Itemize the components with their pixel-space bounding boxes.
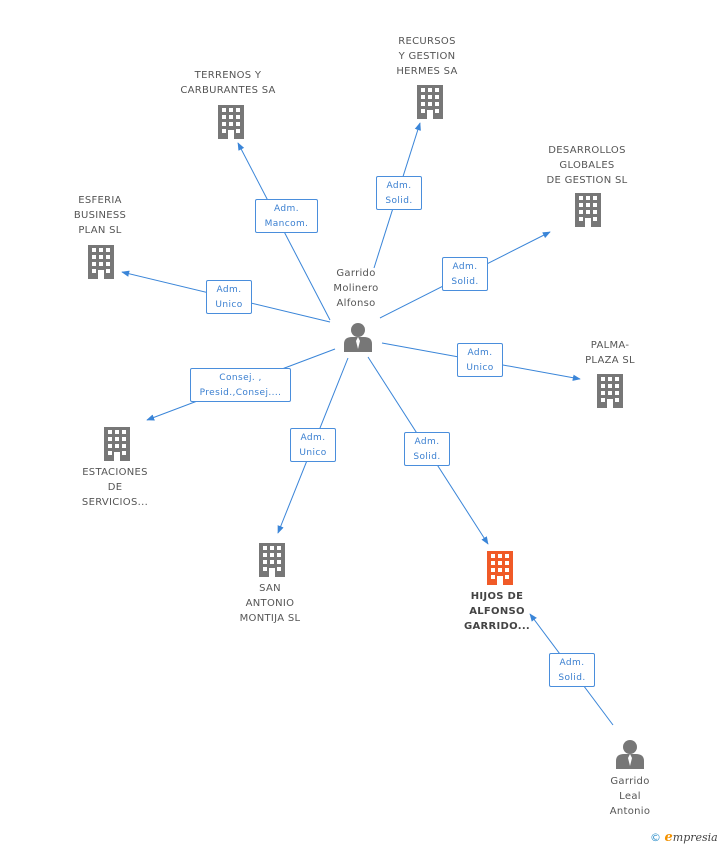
edge-label-hijos: Adm. Solid.	[404, 432, 450, 466]
node-label-recursos[interactable]: RECURSOS Y GESTION HERMES SA	[396, 36, 458, 77]
brand-name: mpresia	[672, 831, 718, 844]
recursos-building-icon[interactable]	[417, 85, 443, 119]
esferia-building-icon[interactable]	[88, 245, 114, 279]
estaciones-building-icon[interactable]	[104, 427, 130, 461]
node-label-estaciones[interactable]: ESTACIONES DE SERVICIOS...	[81, 467, 149, 508]
palma-building-icon[interactable]	[597, 374, 623, 408]
edge-lines	[121, 122, 614, 726]
edge-label-sanantonio: Adm. Unico	[290, 428, 336, 462]
terrenos-building-icon[interactable]	[218, 105, 244, 139]
hijos-building-icon[interactable]	[487, 551, 513, 585]
node-label-palma[interactable]: PALMA- PLAZA SL	[585, 340, 635, 366]
garrido-molinero-person-icon[interactable]	[344, 323, 372, 352]
node-label-desarrollos[interactable]: DESARROLLOS GLOBALES DE GESTION SL	[546, 145, 628, 186]
edge-label-desarrollos: Adm. Solid.	[442, 257, 488, 291]
node-label-terrenos[interactable]: TERRENOS Y CARBURANTES SA	[180, 70, 276, 96]
garrido-leal-person-icon[interactable]	[616, 740, 644, 769]
footer-brand: © empresia	[650, 830, 718, 845]
desarrollos-building-icon[interactable]	[575, 193, 601, 227]
node-label-garrido-molinero[interactable]: Garrido Molinero Alfonso	[333, 268, 379, 309]
node-label-esferia[interactable]: ESFERIA BUSINESS PLAN SL	[73, 195, 127, 236]
node-label-sanantonio[interactable]: SAN ANTONIO MONTIJA SL	[239, 583, 301, 624]
edge-label-estaciones: Consej. , Presid.,Consej....	[190, 368, 291, 402]
node-label-garrido-leal[interactable]: Garrido Leal Antonio	[609, 776, 651, 817]
edge-label-esferia: Adm. Unico	[206, 280, 252, 314]
edge-label-recursos: Adm. Solid.	[376, 176, 422, 210]
copyright-symbol: ©	[650, 831, 661, 844]
edge-label-palma: Adm. Unico	[457, 343, 503, 377]
edge-label-terrenos: Adm. Mancom.	[255, 199, 318, 233]
sanantonio-building-icon[interactable]	[259, 543, 285, 577]
node-label-hijos[interactable]: HIJOS DE ALFONSO GARRIDO...	[463, 591, 531, 632]
brand-initial: e	[664, 830, 673, 845]
edge-label-leal-hijos: Adm. Solid.	[549, 653, 595, 687]
